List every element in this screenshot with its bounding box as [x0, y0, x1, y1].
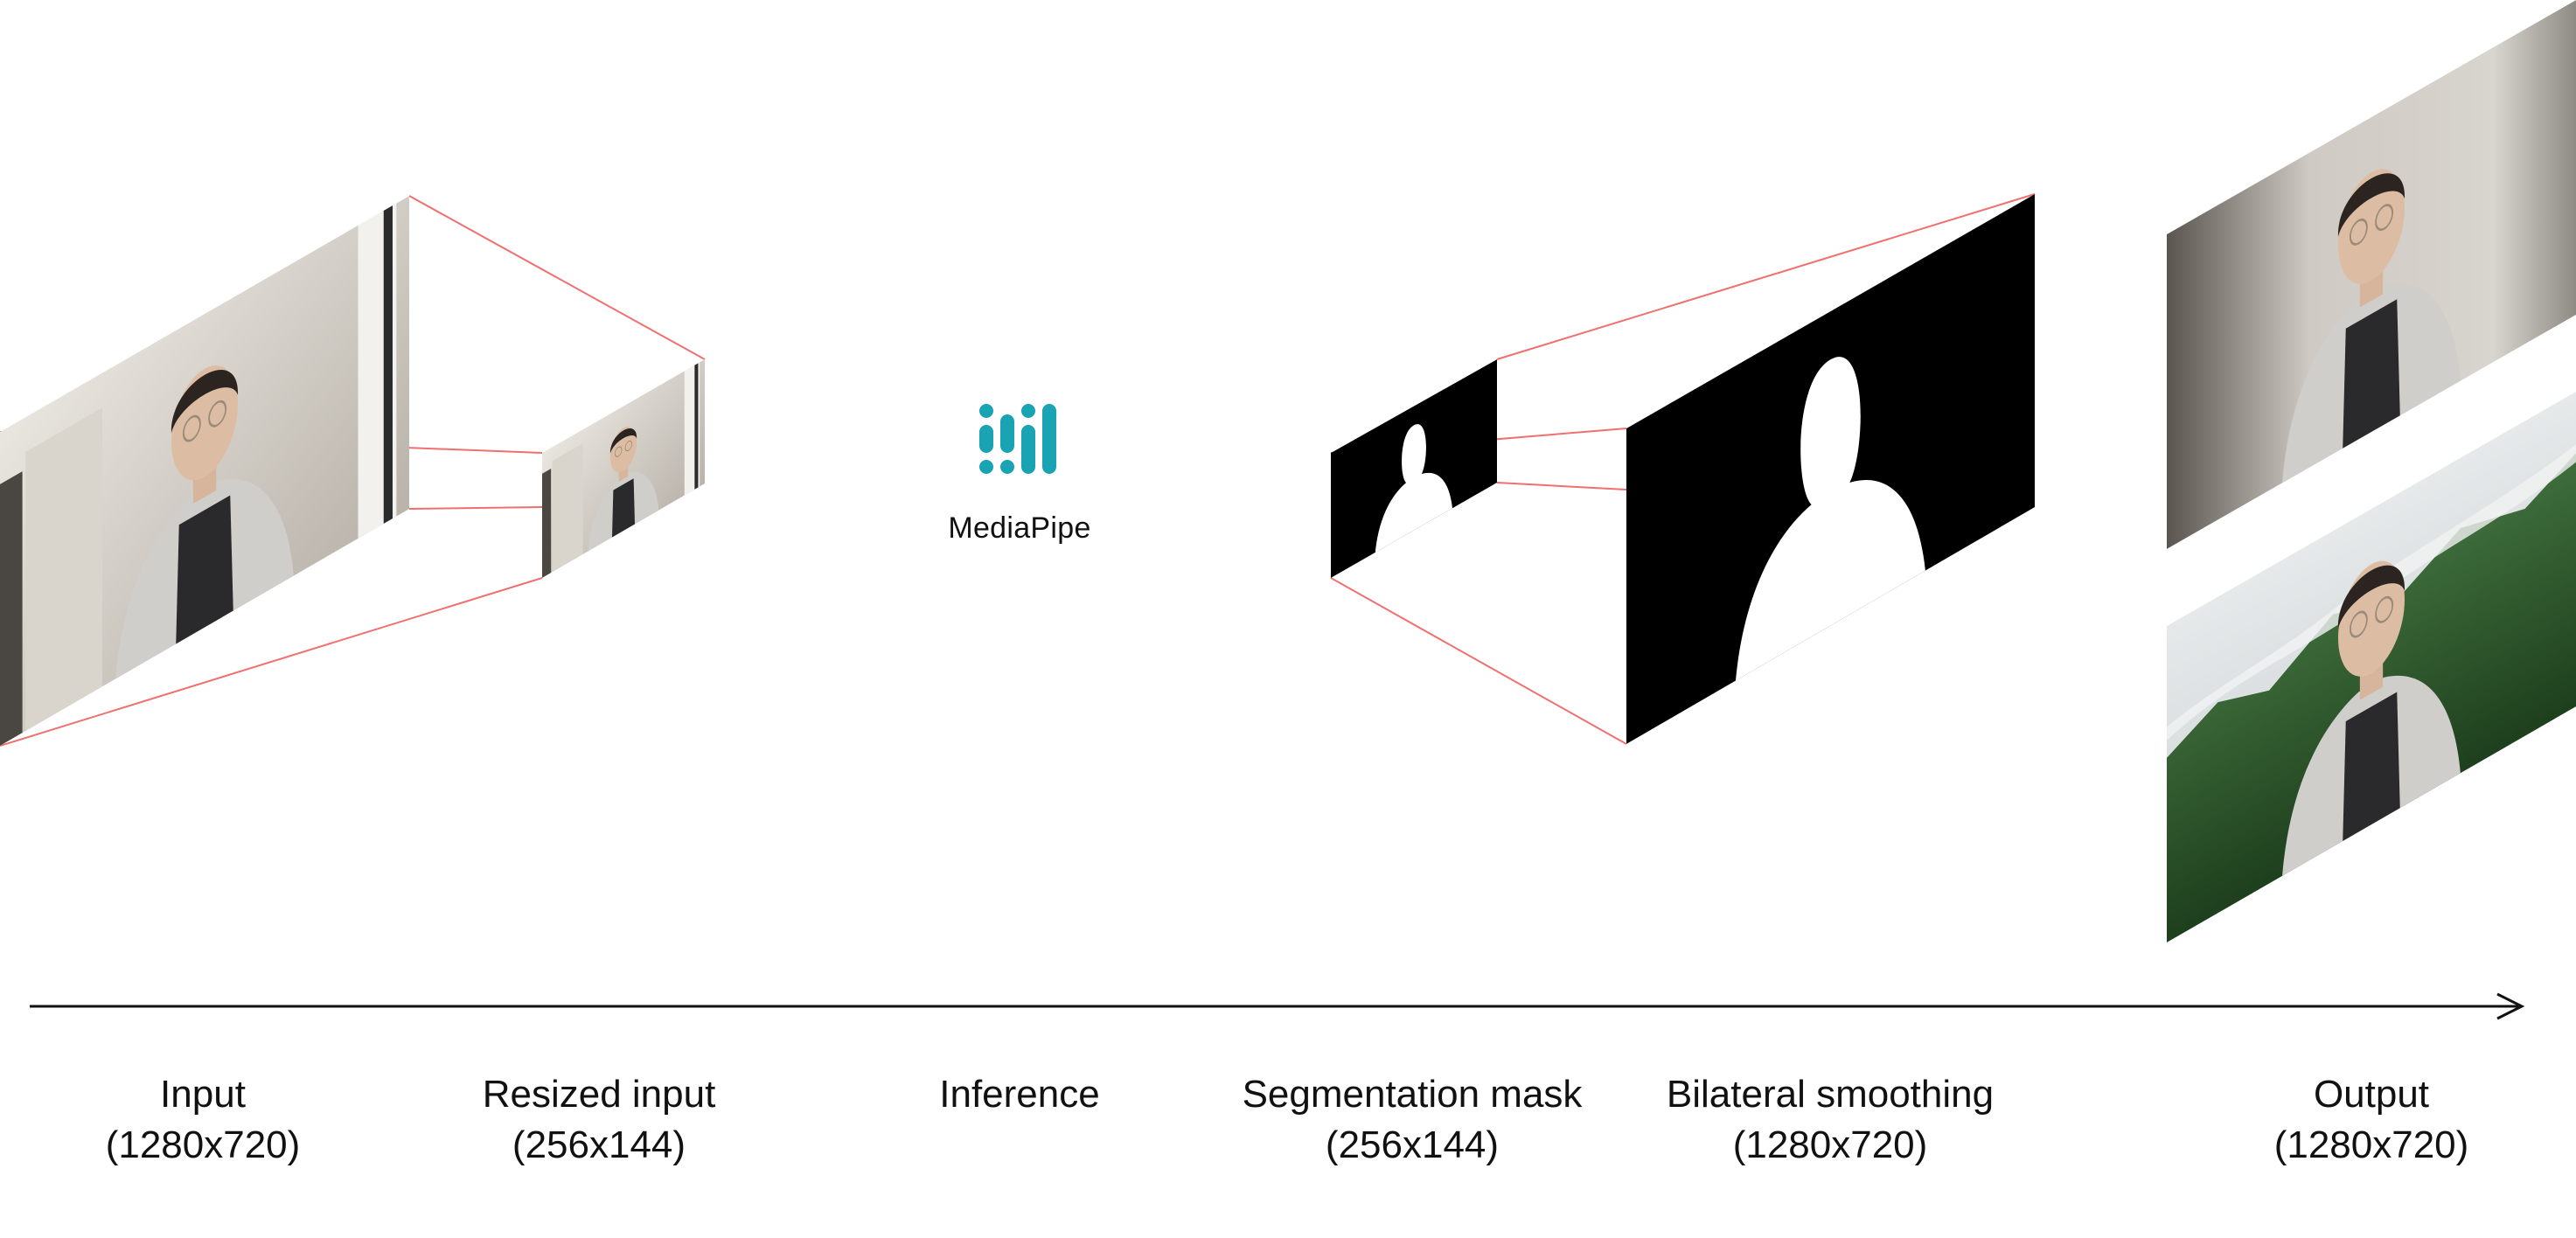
stage-title: Inference	[939, 1073, 1100, 1116]
stage-resolution: (256x144)	[512, 1123, 686, 1166]
connector-line	[1330, 577, 1627, 745]
stage-resolution: (1280x720)	[105, 1123, 301, 1166]
stage-title: Bilateral smoothing	[1666, 1073, 1995, 1116]
stage-title: Input	[160, 1073, 246, 1116]
bilateral-smoothing-panel	[1626, 194, 2035, 744]
stage-title: Output	[2313, 1073, 2430, 1116]
doorway	[542, 468, 552, 578]
arrowhead-icon	[2496, 992, 2525, 1020]
mediapipe-logo-icon	[979, 404, 1056, 474]
doorway	[0, 471, 23, 746]
stage-label-inference: Inference	[939, 1069, 1099, 1120]
window-frame	[694, 363, 699, 490]
stage-resolution: (256x144)	[1325, 1123, 1500, 1166]
stage-label-bilateral-smoothing: Bilateral smoothing (1280x720)	[1667, 1069, 1994, 1171]
door	[25, 407, 102, 732]
connector-line	[1496, 193, 2036, 360]
output-blur-panel	[2167, 0, 2576, 549]
stage-resolution: (1280x720)	[2273, 1123, 2469, 1166]
window-frame	[383, 205, 393, 525]
stage-title: Segmentation mask	[1242, 1073, 1583, 1116]
connector-line	[1496, 482, 1627, 490]
mediapipe-wordmark: MediaPipe	[948, 511, 1091, 545]
input-image-panel	[0, 196, 409, 746]
stage-label-input: Input (1280x720)	[106, 1069, 301, 1171]
door	[552, 443, 583, 573]
stage-title: Resized input	[482, 1073, 716, 1116]
resized-input-panel	[542, 359, 705, 578]
connector-line	[408, 506, 543, 510]
stage-resolution: (1280x720)	[1732, 1123, 1928, 1166]
stage-label-output: Output (1280x720)	[2274, 1069, 2469, 1171]
segmentation-mask-panel	[1331, 359, 1497, 578]
output-background-panel	[2167, 392, 2576, 942]
stage-label-resized-input: Resized input (256x144)	[483, 1069, 716, 1171]
connector-line	[0, 577, 543, 747]
stage-label-segmentation-mask: Segmentation mask (256x144)	[1243, 1069, 1583, 1171]
connector-line	[408, 195, 706, 360]
